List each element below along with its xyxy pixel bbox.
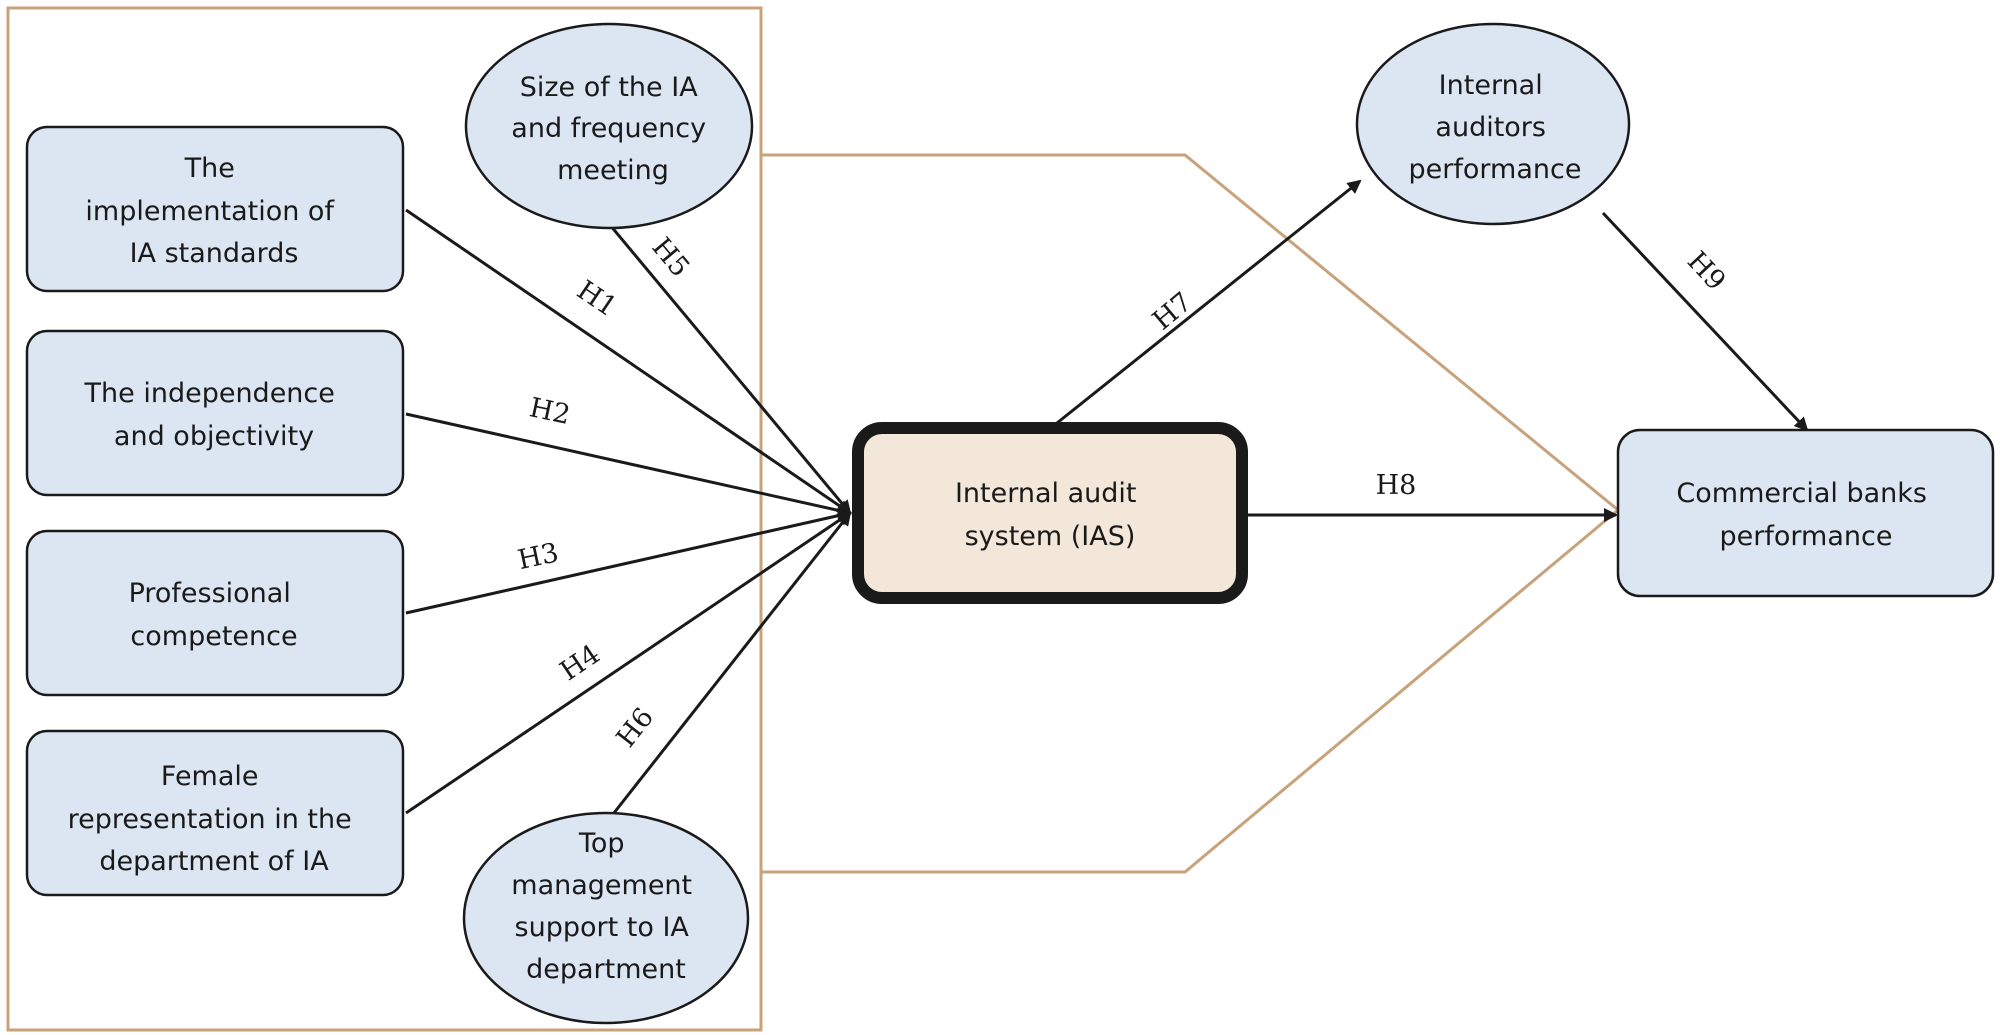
- arrow-h7: [1056, 179, 1362, 425]
- node-top-management: Top management support to IA department: [462, 811, 750, 1025]
- node-auditors-performance-ellipse: [1355, 22, 1631, 226]
- node-auditors-performance: Internal auditors performance: [1355, 22, 1631, 226]
- node-independence-box: [25, 329, 405, 497]
- connectors: [405, 179, 1809, 819]
- label-h4: H4: [555, 639, 606, 687]
- node-competence-label: Professional competence: [129, 578, 300, 652]
- node-banks-performance-box: [1616, 428, 1995, 598]
- arrow-h9: [1601, 211, 1809, 432]
- arrow-h6: [608, 511, 852, 819]
- node-independence-label: The independence and objectivity: [84, 378, 344, 452]
- node-size-meeting-label: Size of the IA and frequency meeting: [511, 72, 714, 186]
- node-ias: Internal audit system (IAS): [852, 422, 1248, 604]
- determinants-frame: [6, 6, 763, 1032]
- label-h6: H6: [611, 702, 661, 753]
- node-top-management-ellipse: [462, 811, 750, 1025]
- arrow-h1: [405, 208, 852, 515]
- node-size-meeting: Size of the IA and frequency meeting: [464, 22, 754, 230]
- node-female-representation-label: Female representation in the department …: [68, 761, 361, 877]
- node-independence: The independence and objectivity: [25, 329, 405, 497]
- node-banks-performance-label: Commercial banks performance: [1676, 478, 1935, 552]
- label-h9: H9: [1681, 246, 1731, 297]
- arrow-h2: [405, 412, 852, 518]
- arrow-h4: [405, 511, 852, 815]
- node-competence-box: [25, 529, 405, 697]
- node-ia-standards: The implementation of IA standards: [25, 125, 405, 293]
- node-size-meeting-ellipse: [464, 22, 754, 230]
- node-ias-box: [852, 422, 1248, 604]
- label-h8: H8: [1376, 470, 1417, 501]
- arrow-h5: [608, 224, 852, 515]
- node-competence: Professional competence: [25, 529, 405, 697]
- label-h7: H7: [1147, 287, 1198, 337]
- arrow-h3: [405, 508, 852, 615]
- label-h1: H1: [571, 275, 622, 323]
- node-female-representation-box: [25, 729, 405, 897]
- node-ia-standards-box: [25, 125, 405, 293]
- label-h2: H2: [527, 392, 573, 431]
- node-female-representation: Female representation in the department …: [25, 729, 405, 897]
- node-top-management-label: Top management support to IA department: [511, 828, 700, 985]
- node-ia-standards-label: The implementation of IA standards: [85, 153, 342, 269]
- label-h3: H3: [515, 537, 561, 576]
- node-auditors-performance-label: Internal auditors performance: [1409, 70, 1582, 185]
- node-ias-label: Internal audit system (IAS): [955, 478, 1145, 552]
- node-banks-performance: Commercial banks performance: [1616, 428, 1995, 598]
